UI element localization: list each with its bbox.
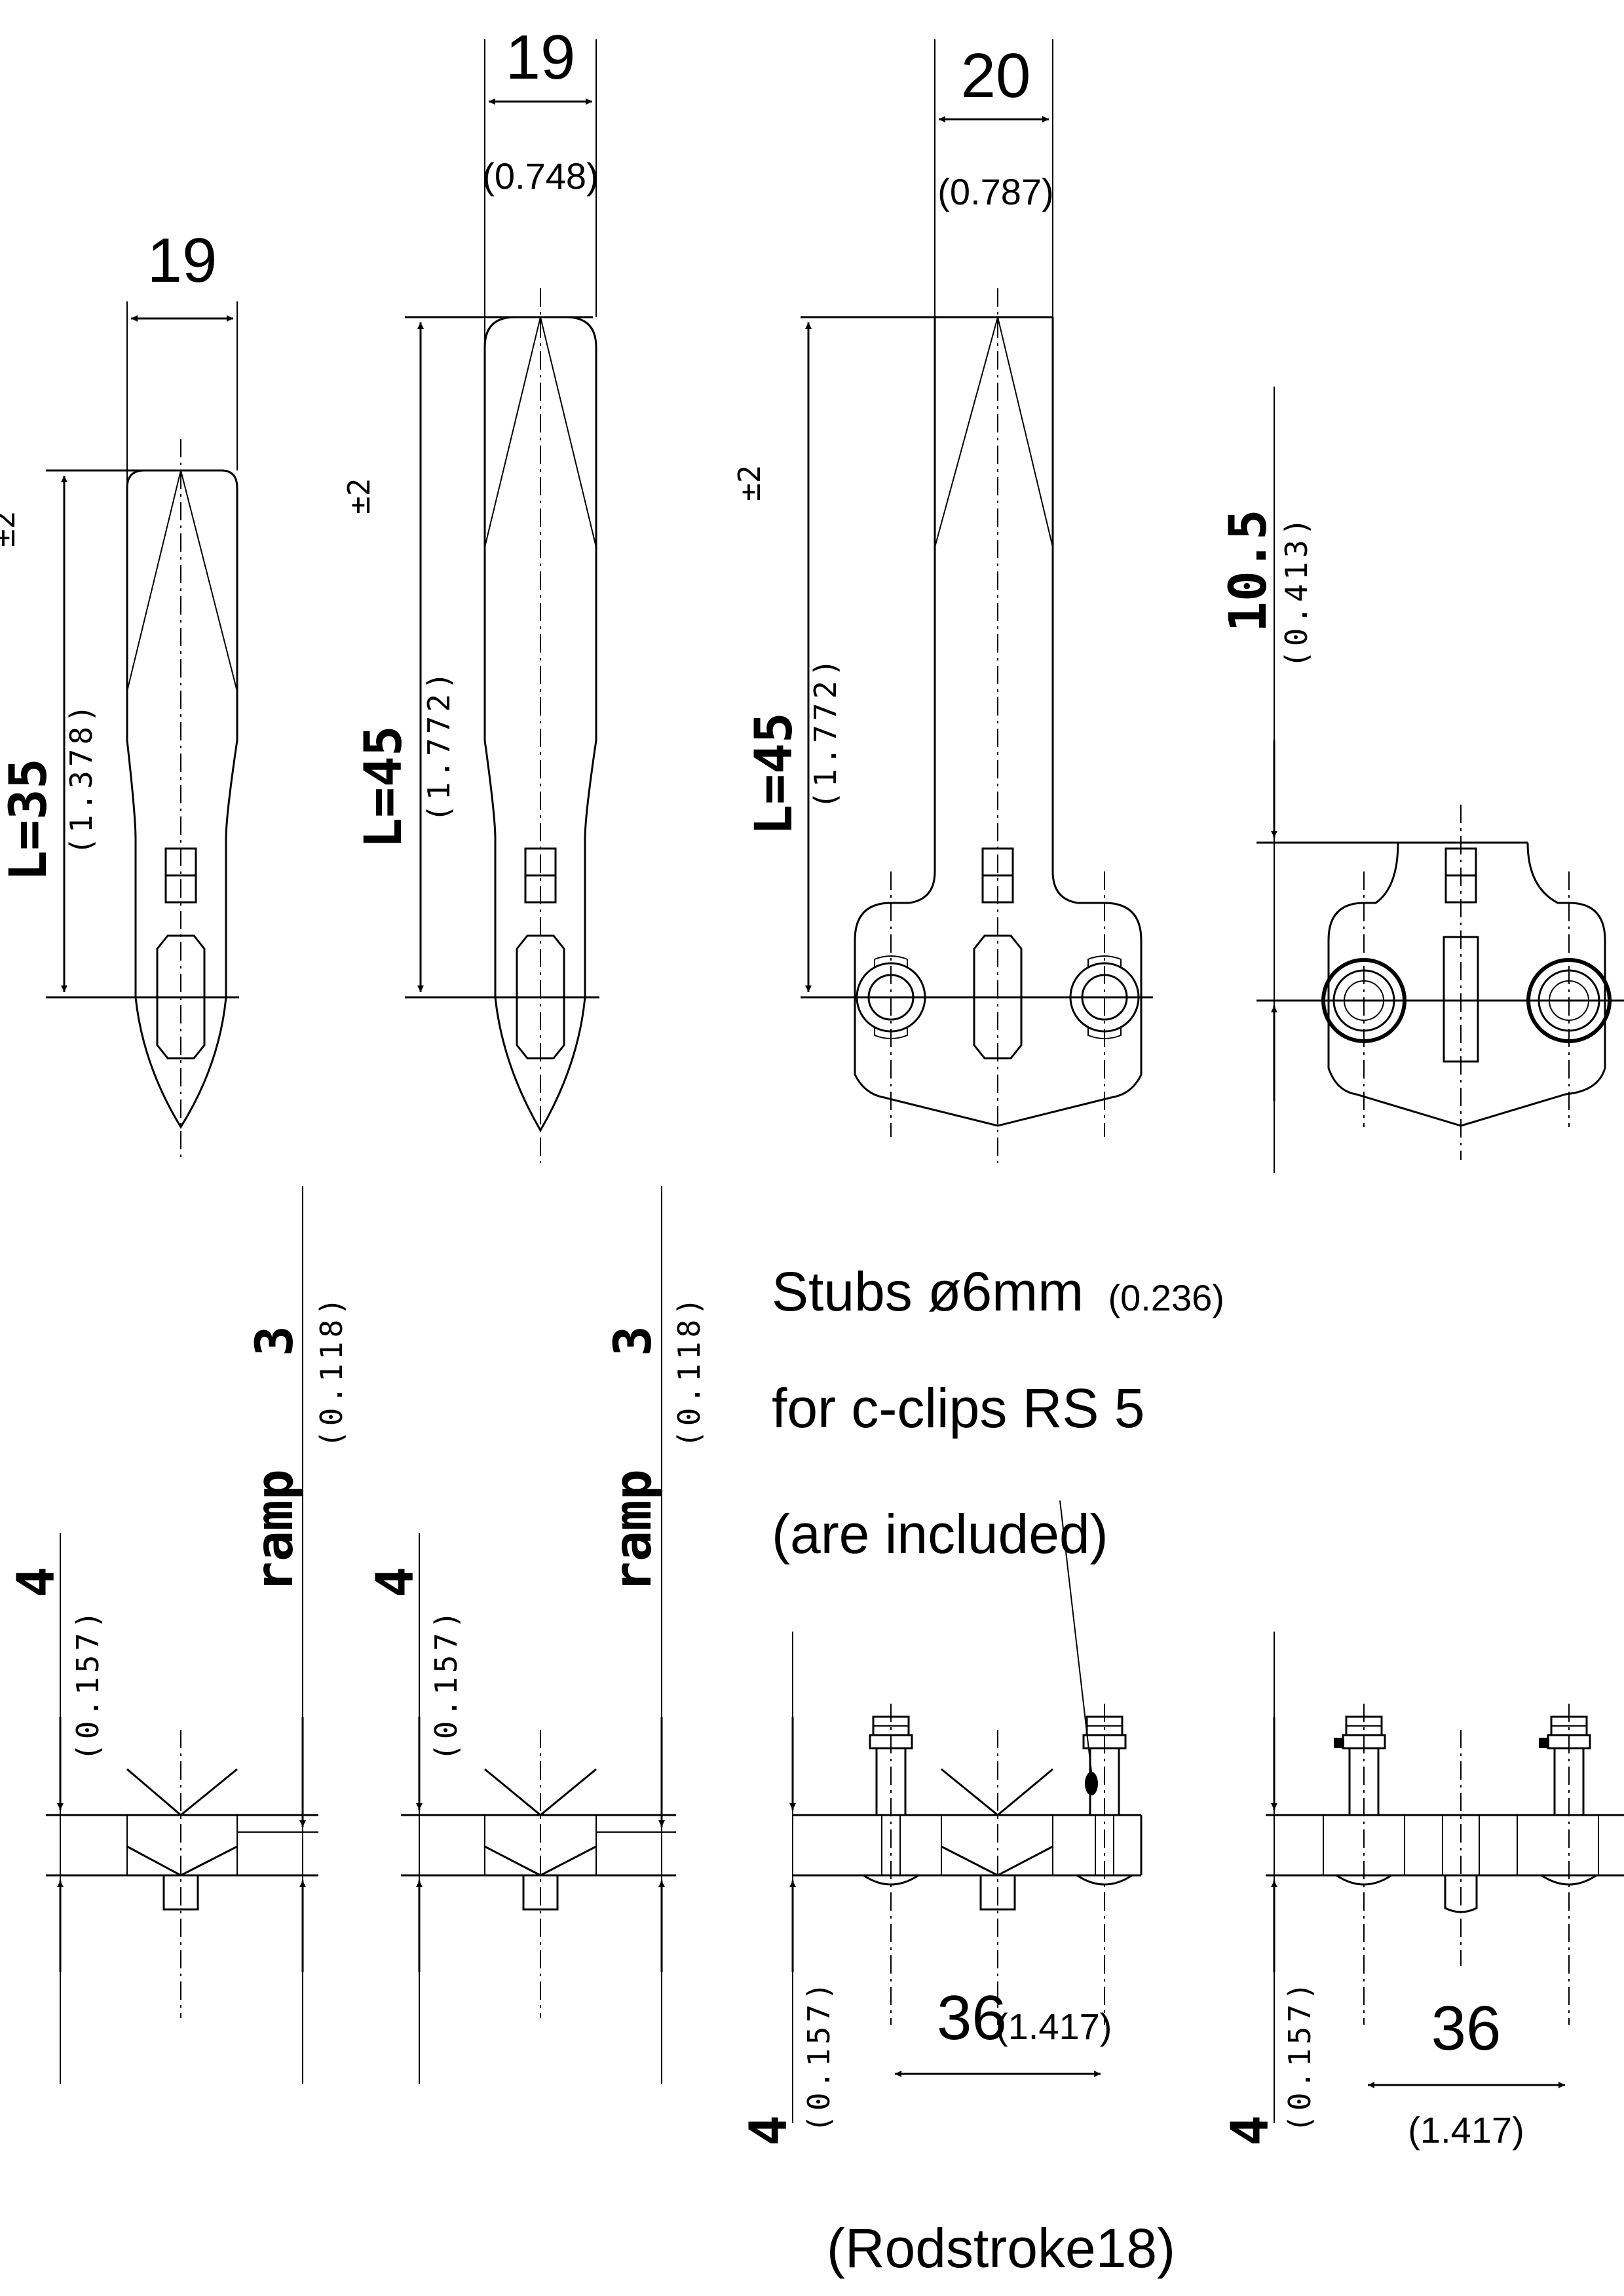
side-view-2-thickness-inch: (0.157) (428, 1607, 464, 1761)
top-view-1-length-label: L=35 ±2 (0, 511, 58, 881)
stub-right-4 (1539, 1704, 1597, 2025)
side-view-3-spacing-inch: (1.417) (996, 2006, 1112, 2047)
top-view-1-width: 19 (147, 225, 217, 296)
side-view-4: 4 (0.157) 36 (1.417) (1221, 1632, 1624, 2151)
side-view-2-ramp-value: 3 (604, 1326, 663, 1356)
side-view-4-spacing-inch: (1.417) (1408, 2109, 1524, 2151)
top-view-4-height-inch: (0.413) (1279, 514, 1314, 668)
top-view-2-width-inch: (0.748) (482, 155, 598, 197)
stub-left (863, 1704, 919, 2025)
svg-text:±2: ±2 (341, 478, 377, 514)
callout-line-3: (are included) (772, 1503, 1108, 1565)
top-view-2-length-label: L=45 ±2 (341, 478, 413, 849)
side-view-1-thickness-inch: (0.157) (70, 1607, 105, 1761)
stub-right (1076, 1704, 1133, 2025)
top-view-1: 19 L=35 ±2 (1.378) (0, 225, 239, 1160)
top-view-2-width: 19 (506, 22, 576, 92)
stub-left-4 (1334, 1704, 1392, 2025)
svg-text:L=45: L=45 (745, 712, 804, 835)
stubs-callout: Stubs ø6mm (0.236) for c-clips RS 5 (are… (772, 1261, 1224, 1565)
side-view-2: 4 (0.157) ramp 3 (0.118) (366, 1186, 707, 2084)
side-view-1-thickness: 4 (7, 1567, 66, 1598)
side-view-1-ramp-label: ramp (246, 1469, 305, 1592)
side-view-3-thickness: 4 (740, 2115, 799, 2146)
side-view-2-ramp-label: ramp (604, 1469, 663, 1592)
side-view-3: 4 (0.157) 36 (1.417) (Rodstroke18) (740, 1500, 1175, 2279)
top-view-3: 20 (0.787) L=45 ±2 (1.772) (732, 39, 1153, 1163)
top-view-1-length-inch: (1.378) (64, 700, 99, 855)
side-view-4-thickness-inch: (0.157) (1282, 1978, 1317, 2133)
side-view-3-spacing: 36 (937, 1983, 1007, 2053)
top-view-3-length-inch: (1.772) (808, 655, 843, 809)
svg-text:L=35: L=35 (0, 758, 58, 881)
side-view-2-ramp-inch: (0.118) (671, 1293, 707, 1448)
top-view-4-height: 10.5 (1219, 509, 1278, 632)
side-view-3-note: (Rodstroke18) (827, 2217, 1175, 2279)
side-view-3-thickness-inch: (0.157) (801, 1978, 837, 2133)
top-view-2-length-inch: (1.772) (421, 668, 457, 822)
side-view-1-ramp-value: 3 (246, 1326, 305, 1356)
side-view-1-ramp-inch: (0.118) (314, 1293, 349, 1448)
top-view-3-width: 20 (961, 41, 1031, 111)
top-view-4: 10.5 (0.413) (1219, 387, 1624, 1173)
svg-text:±2: ±2 (0, 511, 22, 547)
side-view-4-thickness: 4 (1221, 2115, 1280, 2146)
side-view-4-spacing: 36 (1431, 1993, 1501, 2063)
c-clip-marker (1085, 1772, 1098, 1795)
svg-text:L=45: L=45 (354, 725, 413, 849)
top-view-2: 19 (0.748) L=45 ±2 (1.772) (341, 22, 599, 1163)
side-view-1: 4 (0.157) ramp 3 (0.118) (7, 1186, 349, 2084)
side-view-2-thickness: 4 (366, 1567, 425, 1598)
callout-line-1: Stubs ø6mm (0.236) (772, 1261, 1224, 1322)
top-view-3-length-label: L=45 ±2 (732, 465, 804, 835)
top-view-3-width-inch: (0.787) (937, 171, 1053, 212)
callout-leader (1059, 1500, 1092, 1772)
callout-line-2: for c-clips RS 5 (772, 1377, 1144, 1439)
svg-text:±2: ±2 (732, 465, 767, 501)
